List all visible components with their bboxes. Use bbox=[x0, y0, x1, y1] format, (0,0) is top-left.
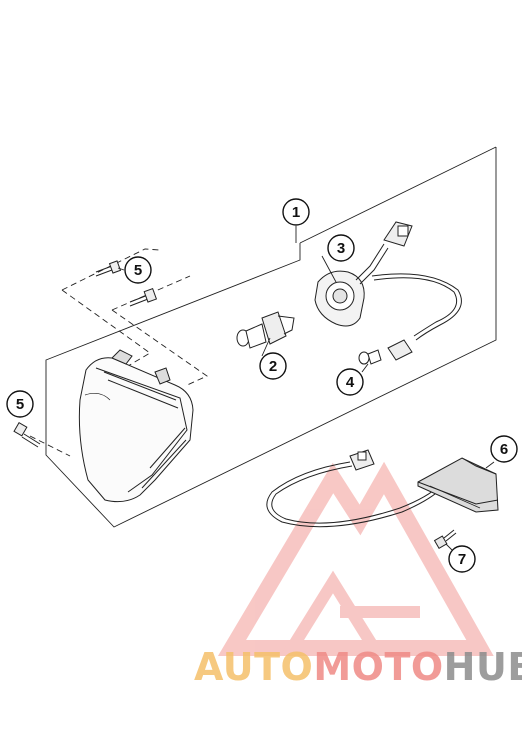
callout-5-lower-label: 5 bbox=[16, 396, 24, 413]
callout-2-label: 2 bbox=[269, 358, 277, 375]
svg-text:AUTOMOTOHUB: AUTOMOTOHUB bbox=[194, 645, 522, 689]
callout-5-lower: 5 bbox=[6, 390, 34, 418]
bolt-upper bbox=[95, 260, 122, 277]
callout-4-label: 4 bbox=[346, 374, 355, 391]
callout-6-label: 6 bbox=[500, 441, 508, 458]
watermark-moto: MOTO bbox=[313, 645, 443, 689]
watermark-auto: AUTO bbox=[194, 645, 313, 689]
cable-connector bbox=[349, 449, 375, 471]
callout-5-upper-label: 5 bbox=[134, 262, 142, 279]
headlight-housing bbox=[78, 349, 194, 503]
leader-lines bbox=[117, 226, 495, 551]
screw bbox=[433, 529, 457, 550]
callout-3: 3 bbox=[327, 234, 355, 262]
callout-5-upper: 5 bbox=[124, 256, 152, 284]
callout-4: 4 bbox=[336, 368, 364, 396]
bolt-lower bbox=[13, 421, 41, 448]
callout-6: 6 bbox=[490, 435, 518, 463]
assembly-frame bbox=[45, 146, 497, 528]
harness-wire bbox=[371, 273, 462, 341]
bulb-socket bbox=[314, 221, 413, 327]
watermark-hub: HUB bbox=[444, 645, 522, 689]
callout-2: 2 bbox=[259, 352, 287, 380]
callout-3-label: 3 bbox=[337, 240, 345, 257]
position-lamp-bulb bbox=[358, 339, 413, 365]
watermark-logo bbox=[217, 461, 494, 656]
lamp-cable bbox=[266, 461, 443, 528]
callout-7-label: 7 bbox=[458, 551, 466, 568]
watermark-wordmark: AUTOMOTOHUB bbox=[194, 645, 522, 689]
callout-1: 1 bbox=[282, 198, 310, 226]
headlight-bulb bbox=[236, 311, 295, 349]
callout-7: 7 bbox=[448, 545, 476, 573]
bolt-middle bbox=[129, 288, 158, 307]
position-lamp bbox=[417, 457, 499, 513]
callout-1-label: 1 bbox=[292, 204, 300, 221]
